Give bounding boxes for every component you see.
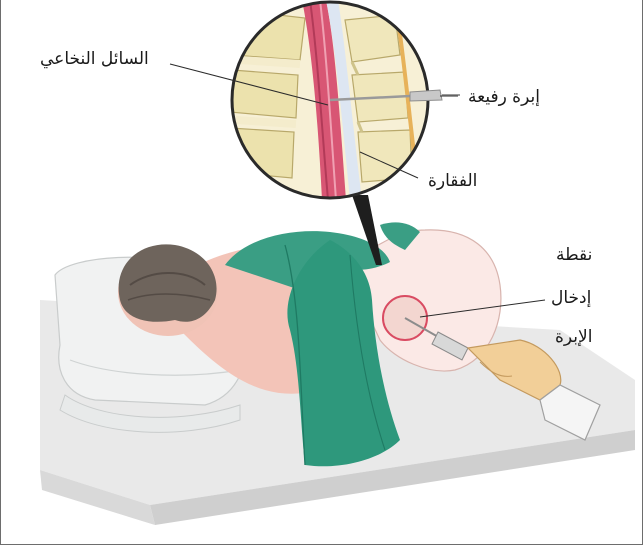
patient-head — [118, 244, 218, 336]
label-vertebra: الفقارة — [428, 170, 477, 192]
label-insertion-point-line1: نقطة — [556, 244, 592, 266]
label-fine-needle: إبرة رفيعة — [468, 86, 540, 108]
label-cerebrospinal-fluid: السائل النخاعي — [40, 48, 149, 70]
label-insertion-point-line3: الإبرة — [555, 326, 592, 348]
spine-magnified-view — [228, 0, 460, 200]
label-insertion-point-line2: إدخال — [551, 287, 591, 309]
